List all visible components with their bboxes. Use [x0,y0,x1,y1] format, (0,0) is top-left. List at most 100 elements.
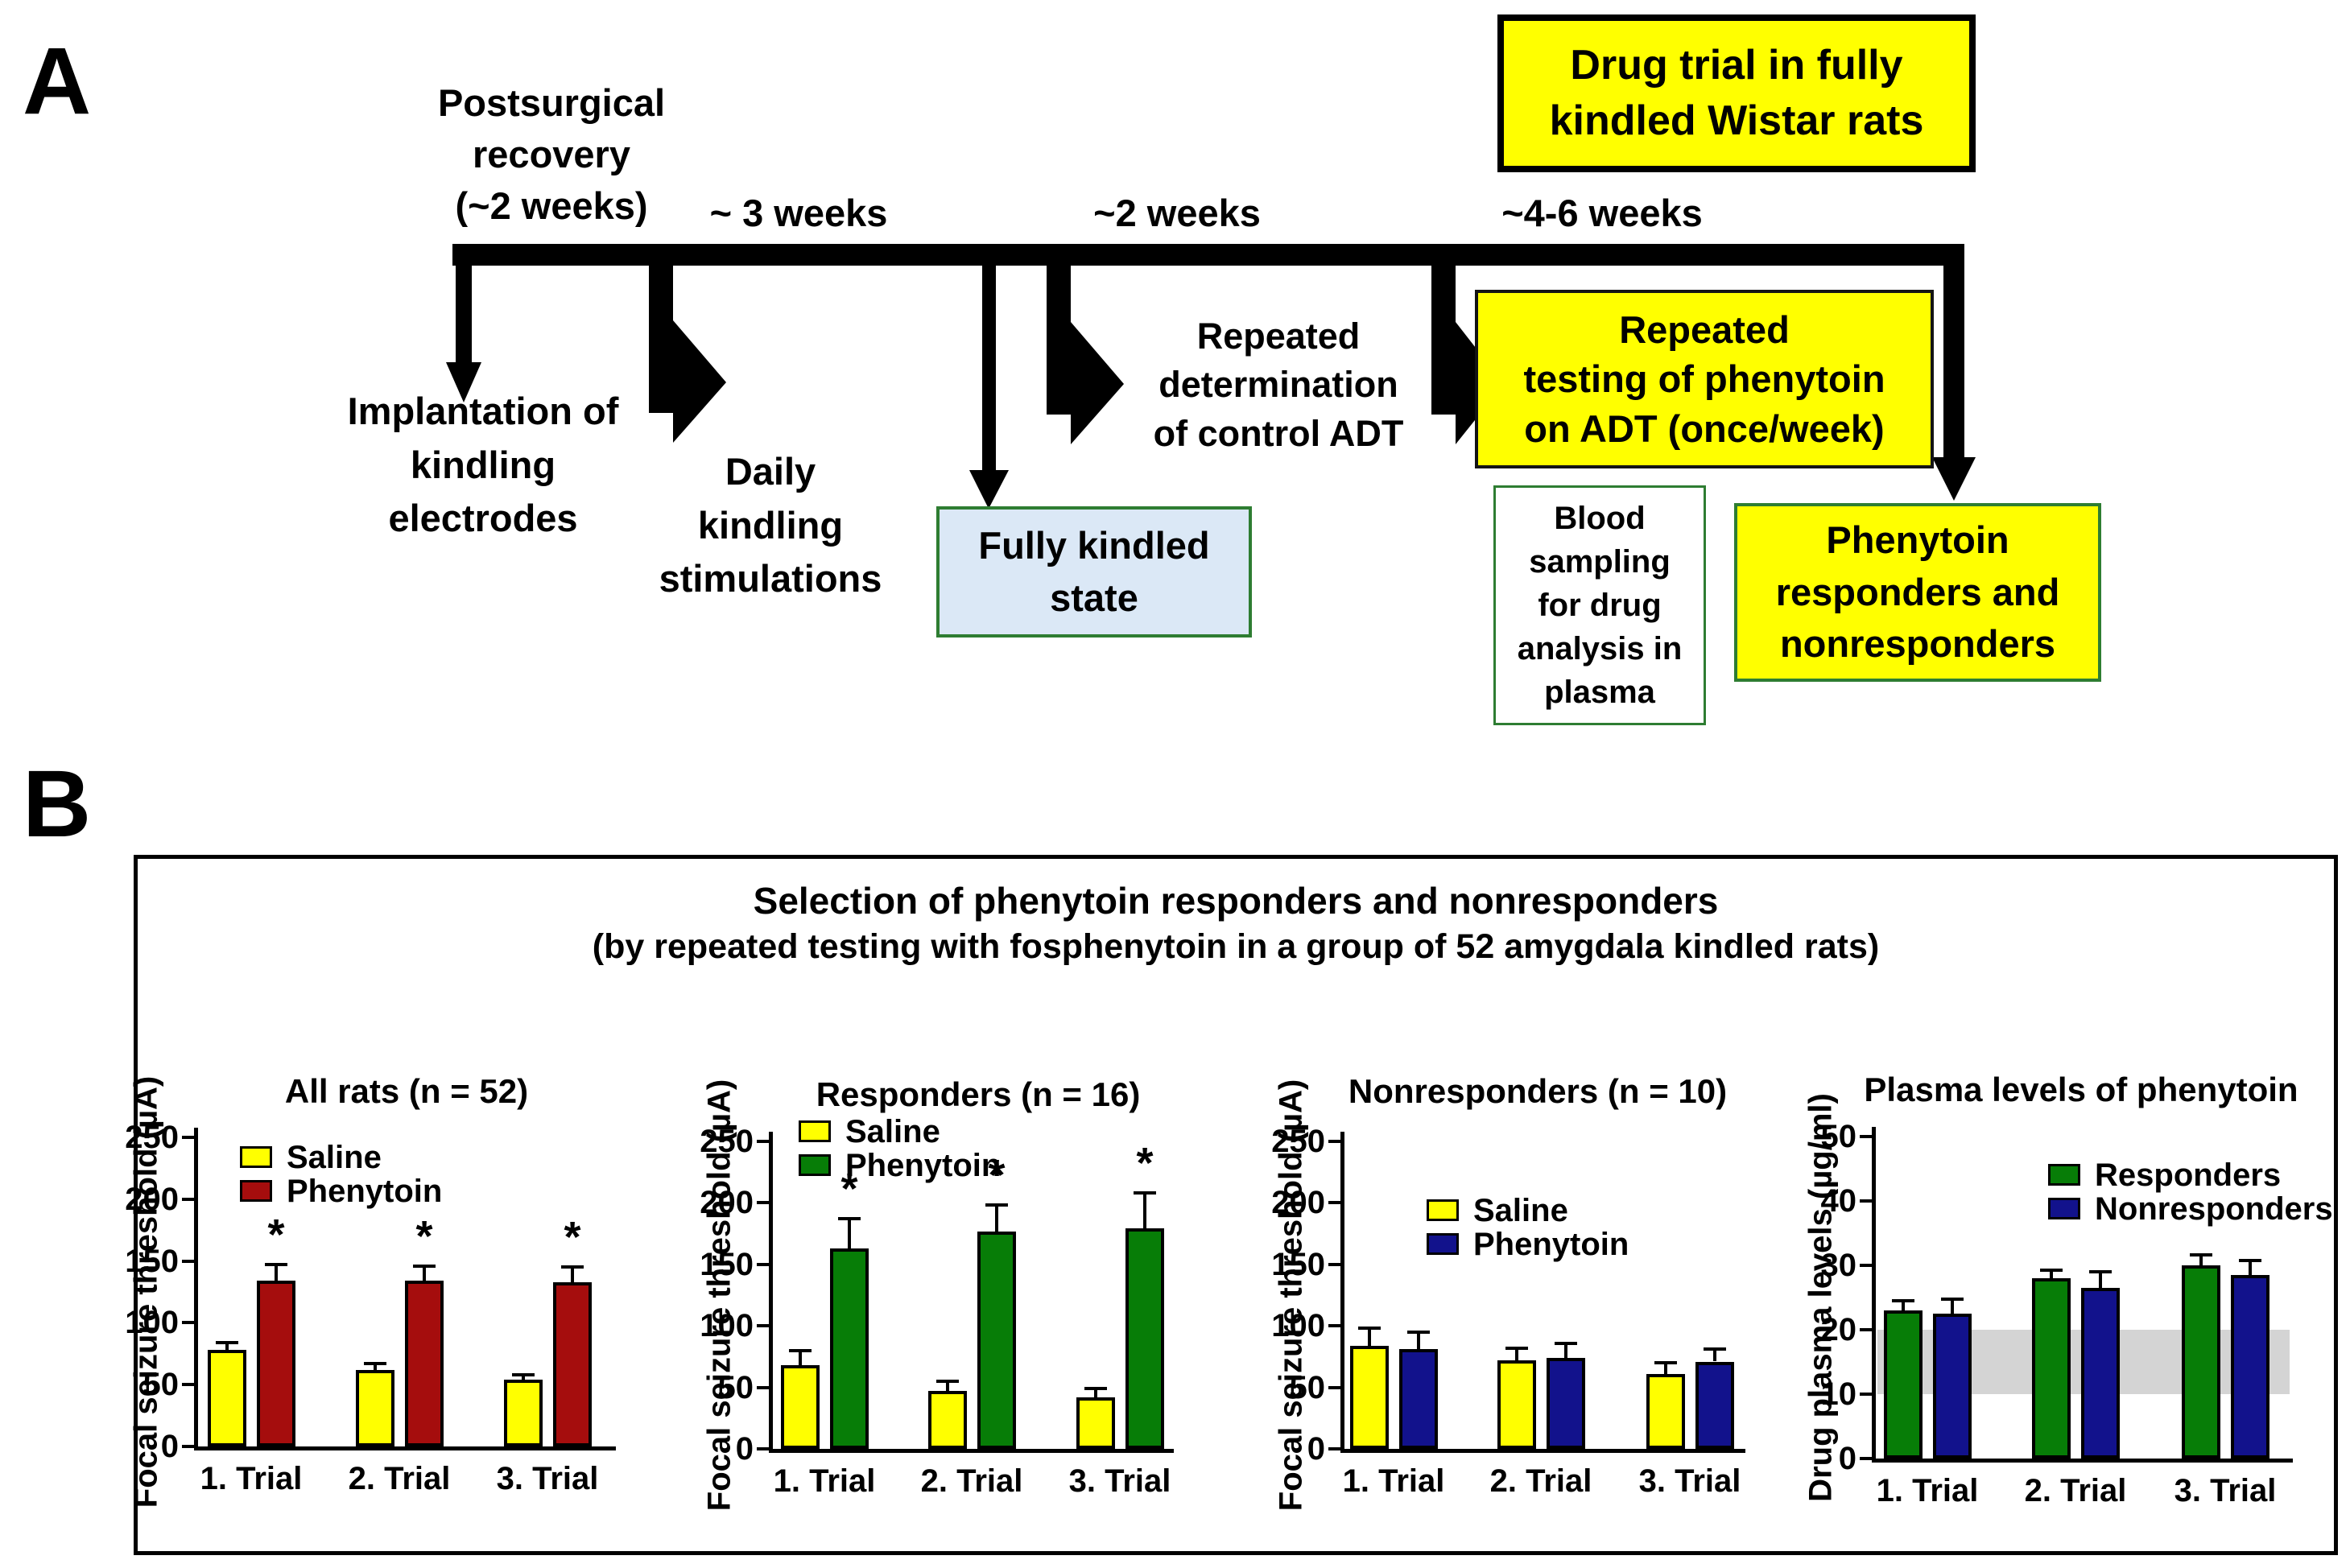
fully-kindled-box: Fully kindled state [936,506,1252,638]
y-tick-mark [182,1259,194,1263]
y-tick-mark [1328,1324,1340,1328]
y-axis-line [194,1128,198,1450]
x-category-label: 2. Trial [2024,1473,2127,1508]
error-bar-cap [1704,1347,1726,1351]
error-bar [848,1219,851,1248]
y-tick-label: 50 [142,1367,180,1403]
y-tick-label: 0 [1838,1441,1856,1476]
y-tick-label: 30 [1820,1248,1857,1283]
y-tick-label: 0 [160,1429,179,1464]
y-tick-label: 50 [1820,1119,1857,1154]
error-bar-cap [216,1340,238,1344]
y-tick-mark [757,1447,769,1450]
bar-responders-trial3 [2182,1265,2220,1459]
bar-saline-trial2 [1497,1360,1536,1449]
error-bar-cap [1941,1297,1964,1301]
bar-nonresponders-trial2 [2081,1288,2120,1459]
bar-saline-trial3 [504,1380,543,1446]
legend-swatch-phenytoin [240,1180,272,1202]
duration-2-weeks: ~2 weeks [1093,192,1261,234]
error-bar-cap [1084,1387,1107,1391]
y-tick-label: 200 [700,1185,754,1221]
legend-label-phenytoin: Phenytoin [1473,1227,1629,1262]
y-tick-label: 150 [125,1243,179,1279]
postsurgical-recovery-label: Postsurgical recovery (~2 weeks) [437,81,666,227]
error-bar-cap [2239,1259,2261,1263]
y-tick-mark [1860,1135,1872,1138]
y-tick-mark [1860,1457,1872,1460]
bar-phenytoin-trial3 [553,1281,592,1446]
x-category-label: 3. Trial [1638,1463,1741,1499]
y-tick-mark [182,1383,194,1387]
error-bar [374,1364,377,1370]
y-tick-mark [182,1197,194,1201]
error-bar [1713,1349,1716,1362]
phenytoin-responders-box: Phenytoin responders and nonresponders [1734,503,2101,682]
bar-nonresponders-trial1 [1933,1314,1972,1459]
y-tick-mark [1328,1262,1340,1266]
y-tick-label: 250 [125,1120,179,1155]
bar-saline-trial1 [781,1365,820,1449]
error-bar-cap [838,1217,861,1221]
bar-phenytoin-trial2 [1547,1357,1585,1449]
y-tick-mark [1860,1393,1872,1396]
y-tick-mark [1860,1199,1872,1203]
x-category-label: 1. Trial [1342,1463,1445,1499]
panel-b-label: B [23,751,92,857]
y-tick-label: 50 [1289,1369,1326,1405]
legend-swatch-saline [240,1146,272,1168]
error-bar [1094,1389,1097,1397]
panel-b-subtitle: (by repeated testing with fosphenytoin i… [592,927,1880,966]
bar-saline-trial1 [1350,1345,1389,1449]
arrow-responders [1932,262,1976,501]
error-bar-cap [265,1263,287,1267]
bar-phenytoin-trial3 [1695,1361,1734,1449]
error-bar [2249,1261,2252,1275]
legend-label-phenytoin: Phenytoin [845,1148,1002,1183]
x-category-label: 3. Trial [1068,1463,1171,1499]
x-axis-line [1872,1459,2293,1463]
y-tick-mark [1328,1385,1340,1389]
y-tick-label: 20 [1820,1312,1857,1347]
error-bar [1417,1331,1420,1350]
y-tick-mark [757,1385,769,1389]
error-bar-cap [1407,1330,1430,1334]
bar-responders-trial2 [2032,1278,2071,1459]
error-bar [1515,1347,1518,1360]
y-tick-label: 40 [1820,1183,1857,1219]
arrow-implantation [446,262,481,402]
chart-title: Responders (n = 16) [816,1075,1141,1113]
bar-saline-trial3 [1076,1397,1115,1449]
y-tick-mark [1328,1447,1340,1450]
y-tick-label: 200 [125,1181,179,1217]
y-tick-label: 100 [700,1308,754,1344]
significance-star: * [840,1165,858,1214]
error-bar [1143,1193,1146,1229]
y-axis-line [769,1132,773,1453]
bar-phenytoin-trial2 [977,1231,1016,1449]
error-bar-cap [936,1379,959,1383]
arrow-fully-kindled [969,262,1009,509]
significance-star: * [988,1151,1006,1200]
drug-trial-title-box: Drug trial in fully kindled Wistar rats [1497,14,1976,172]
y-axis-line [1340,1132,1344,1453]
y-tick-label: 150 [1271,1246,1325,1282]
legend-swatch-responders [2048,1164,2080,1186]
significance-star: * [564,1213,581,1262]
chart-title: Nonresponders (n = 10) [1348,1072,1728,1110]
y-tick-label: 100 [1271,1308,1325,1344]
x-category-label: 1. Trial [773,1463,876,1499]
error-bar-cap [512,1372,535,1376]
error-bar-cap [1358,1327,1381,1331]
legend-label-saline: Saline [287,1140,382,1175]
error-bar [571,1267,574,1282]
error-bar-cap [1654,1361,1677,1365]
error-bar [995,1205,998,1232]
error-bar [1564,1343,1567,1358]
error-bar-cap [364,1362,386,1366]
x-axis-line [769,1449,1174,1453]
error-bar [275,1265,278,1281]
chart-title: All rats (n = 52) [284,1072,529,1110]
bar-saline-trial3 [1646,1373,1685,1449]
